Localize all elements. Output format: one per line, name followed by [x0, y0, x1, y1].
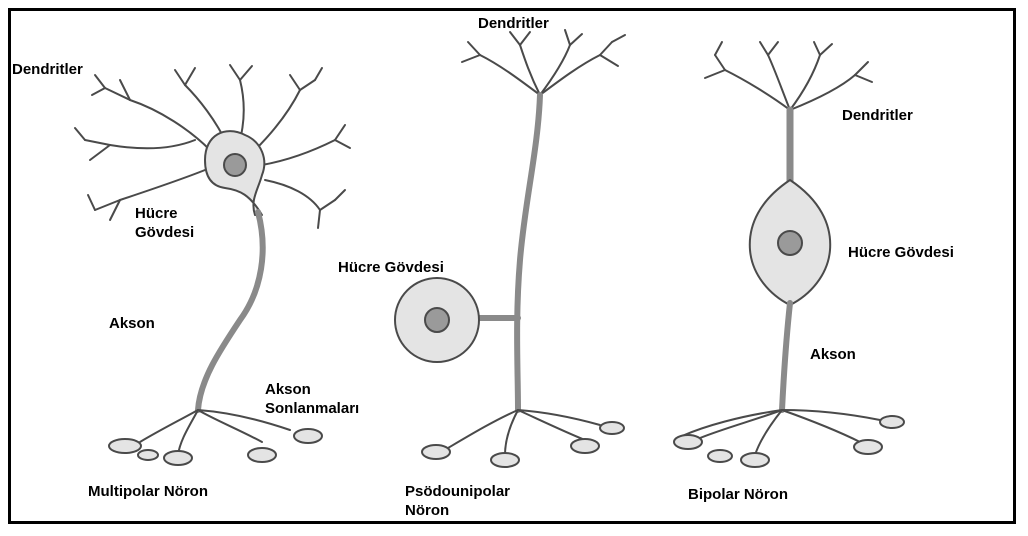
multipolar-cell-body-label: Hücre Gövdesi: [135, 204, 194, 242]
bipolar-dendrites-label: Dendritler: [842, 106, 913, 125]
pseudounipolar-nucleus: [425, 308, 449, 332]
multipolar-axon: [198, 212, 263, 410]
bipolar-cell-body-label: Hücre Gövdesi: [848, 243, 954, 262]
bipolar-axon: [782, 303, 790, 410]
pseudounipolar-neuron: [395, 30, 625, 467]
pseudounipolar-dendrites-label: Dendritler: [478, 14, 549, 33]
multipolar-cell-body-label-line2: Gövdesi: [135, 223, 194, 242]
pseudounipolar-axon-terminals: [422, 410, 624, 467]
pseudounipolar-cell-body-label: Hücre Gövdesi: [338, 258, 444, 277]
multipolar-neuron-title: Multipolar Nöron: [88, 482, 208, 501]
multipolar-axon-label: Akson: [109, 314, 155, 333]
axon-terminals-label-line1: Akson: [265, 380, 359, 399]
pseudounipolar-neuron-title: Psödounipolar Nöron: [405, 482, 510, 520]
pseudounipolar-axon: [517, 95, 540, 410]
pseudounipolar-dendrites: [462, 30, 625, 95]
pseudounipolar-title-line1: Psödounipolar: [405, 482, 510, 501]
multipolar-axon-terminals-label: Akson Sonlanmaları: [265, 380, 359, 418]
bipolar-axon-label: Akson: [810, 345, 856, 364]
bipolar-neuron-title: Bipolar Nöron: [688, 485, 788, 504]
bipolar-axon-terminals: [674, 410, 904, 467]
multipolar-cell-body-label-line1: Hücre: [135, 204, 194, 223]
multipolar-axon-terminals: [109, 410, 322, 465]
bipolar-dendrites: [705, 42, 872, 110]
multipolar-nucleus: [224, 154, 246, 176]
axon-terminals-label-line2: Sonlanmaları: [265, 399, 359, 418]
pseudounipolar-title-line2: Nöron: [405, 501, 510, 520]
multipolar-dendrites-label: Dendritler: [12, 60, 83, 79]
bipolar-nucleus: [778, 231, 802, 255]
